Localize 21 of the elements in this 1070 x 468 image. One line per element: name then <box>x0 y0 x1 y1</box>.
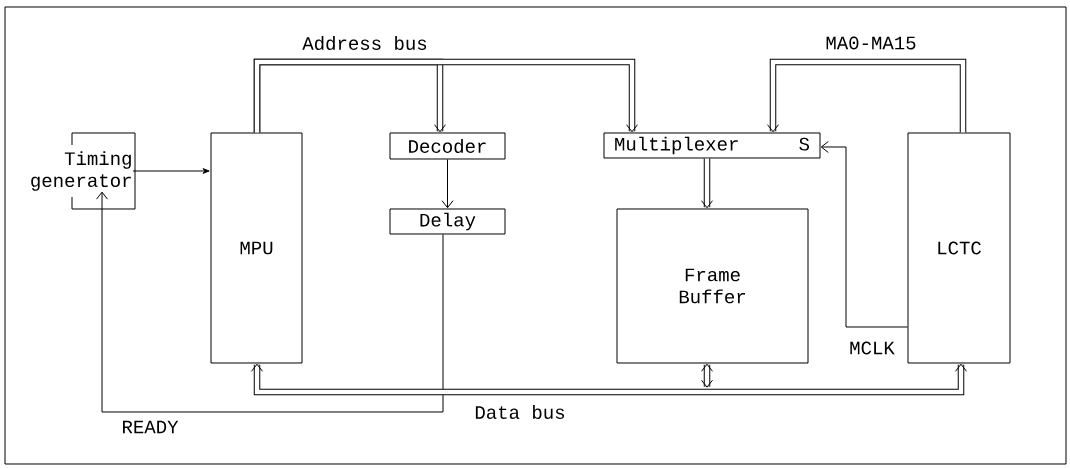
signal-arrow <box>132 168 210 174</box>
bus-arrow <box>701 158 713 209</box>
signal-arrow <box>96 191 444 413</box>
block-box: Decoder <box>389 132 506 160</box>
bus-arrow <box>253 58 638 133</box>
edge-label: MA0-MA15 <box>824 35 918 51</box>
edge-label: Data bus <box>473 404 567 420</box>
block-box: MPU <box>210 132 303 364</box>
signal-arrow <box>820 141 908 328</box>
bus-arrow <box>767 58 967 133</box>
signal-arrow <box>441 159 454 209</box>
bus-arrow <box>251 363 967 396</box>
edge-label: READY <box>120 419 180 435</box>
block-box: Delay <box>389 208 506 235</box>
timing-generator-box: Timing generator <box>31 132 136 210</box>
bus-arrow <box>701 363 713 388</box>
multiplexer-box: Multiplexer S <box>603 132 821 159</box>
block-box: Frame Buffer <box>616 208 809 364</box>
edge-label: Address bus <box>301 35 429 51</box>
block-box: LCTC <box>907 132 1011 364</box>
edge-label: MCLK <box>848 340 896 356</box>
